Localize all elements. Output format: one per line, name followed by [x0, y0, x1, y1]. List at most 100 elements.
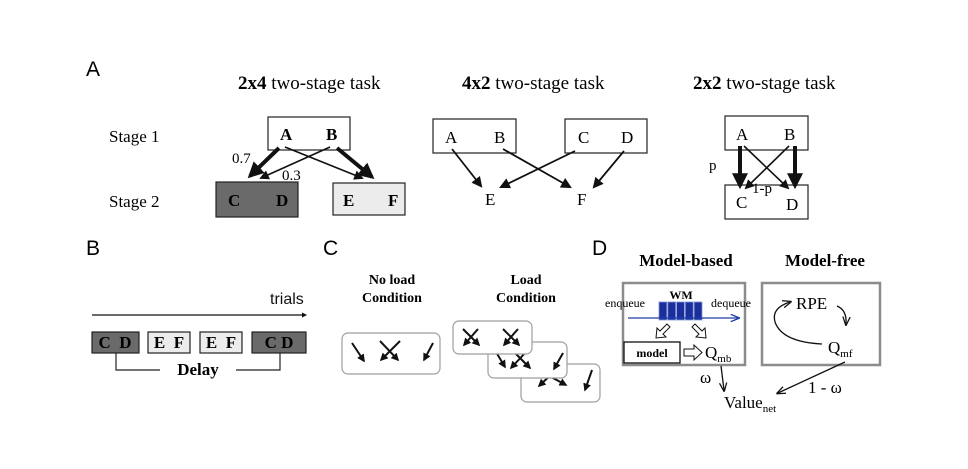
one-minus-omega-label: 1 - ω: [808, 378, 842, 397]
load-title-line2: Condition: [496, 291, 556, 306]
value-subscript: net: [763, 403, 776, 415]
trial-box-2-label: E F: [154, 333, 184, 352]
stage-2-label: Stage 2: [109, 192, 160, 211]
task-2x4-arrow-common-b: [335, 146, 375, 180]
trial-box-4-label: C D: [265, 333, 294, 352]
panel-c: C No load Condition Load Condition: [323, 237, 601, 403]
no-load-arrow-1: [351, 342, 365, 363]
load-card-2-arrow-4: [553, 352, 564, 371]
trial-box-1-label: C D: [98, 333, 131, 352]
task-2x4-arrow-common-a: [247, 146, 281, 179]
wm-slot: [693, 301, 703, 321]
value-net-label: Valuenet: [724, 393, 776, 415]
wm-slot: [676, 301, 685, 321]
load-card-1-frame: [452, 320, 533, 355]
task-2x2-prob-rare: 1-p: [752, 181, 772, 197]
task-4x2-arrow-d-f: [592, 150, 625, 189]
load-card-1-arrow-2: [462, 328, 479, 347]
task-2x2-node-d: D: [786, 195, 798, 214]
task-2x4-node-d: D: [276, 191, 288, 210]
model-free-title: Model-free: [785, 251, 865, 270]
enqueue-label: enqueue: [605, 296, 645, 310]
rpe-label: RPE: [796, 294, 827, 313]
q-mf-label: Qmf: [828, 338, 853, 360]
value-text: Value: [724, 393, 763, 412]
task-4x2-node-e: E: [485, 190, 495, 209]
task-2x2: 2x2 two-stage task A B C D p 1-p: [693, 73, 836, 220]
model-to-qmb-arrow: [683, 343, 703, 362]
q-mb-subscript: mb: [717, 353, 732, 365]
load-card-1-arrow-4: [502, 328, 519, 347]
task-4x2-node-d: D: [621, 128, 633, 147]
task-2x2-title-rest: two-stage task: [722, 73, 836, 94]
delay-label: Delay: [177, 360, 219, 379]
task-4x2: 4x2 two-stage task A B C D E F: [432, 73, 648, 209]
load-title-line1: Load: [510, 273, 541, 288]
task-4x2-node-a: A: [445, 128, 458, 147]
load-card-2-arrow-3: [513, 351, 532, 370]
task-2x2-arrow-rare-b: [744, 145, 790, 190]
model-based-title: Model-based: [639, 251, 733, 270]
panel-c-label: C: [323, 237, 338, 260]
task-4x2-title-rest: two-stage task: [491, 73, 605, 94]
no-load-arrow-3: [379, 340, 401, 362]
task-2x4-stage1-box: [267, 116, 351, 151]
task-2x2-stage2-box: [724, 184, 809, 220]
task-4x2-arrow-c-e: [499, 150, 576, 189]
model-box: [623, 341, 681, 364]
wm-slot: [685, 301, 694, 321]
no-load-trial-card: [341, 332, 441, 375]
task-4x2-stage1-box-cd: [564, 118, 648, 154]
task-4x2-arrow-a-e: [451, 148, 483, 188]
task-2x4-node-e: E: [343, 191, 354, 210]
model-free-box: RPE Qmf: [760, 281, 882, 367]
task-2x2-arrow-rare-a: [743, 145, 790, 190]
q-mf-subscript: mf: [840, 348, 853, 360]
panel-b: B trials C D E F E F C D Delay: [86, 237, 308, 379]
trial-box-3: [199, 331, 243, 354]
dequeue-label: dequeue: [711, 296, 751, 310]
trial-box-3-label: E F: [206, 333, 236, 352]
model-free-frame: [760, 281, 882, 367]
task-2x4-stage2-box-ef: [332, 182, 406, 216]
no-load-arrow-2: [379, 340, 400, 362]
task-2x4-node-f: F: [388, 191, 398, 210]
trials-axis-label: trials: [270, 291, 304, 308]
task-2x4-stage2-box-cd: [215, 181, 299, 218]
wm-slot: [658, 301, 668, 321]
task-2x4-prob-common: 0.7: [232, 151, 251, 167]
task-2x4-prob-rare: 0.3: [282, 168, 301, 184]
delay-bracket-right: [236, 353, 281, 371]
task-2x4: 2x4 two-stage task A B C D E F 0.7 0.3: [215, 73, 406, 218]
stage-1-label: Stage 1: [109, 127, 160, 146]
q-mf-q: Q: [828, 338, 840, 357]
task-2x2-node-a: A: [736, 125, 749, 144]
task-2x4-title-bold: 2x4: [238, 73, 267, 94]
model-label: model: [636, 346, 668, 360]
model-based-box: WM enqueue dequeue model Qmb: [605, 281, 751, 367]
panel-a-label: A: [86, 58, 100, 81]
task-2x2-node-b: B: [784, 125, 795, 144]
task-4x2-node-f: F: [577, 190, 586, 209]
load-card-2-arrow-2: [509, 351, 527, 370]
task-2x2-stage1-box: [724, 115, 809, 151]
panel-d: D Model-based Model-free WM enqueue dequ…: [592, 237, 882, 415]
load-card-3-arrow-3: [583, 369, 593, 392]
qmf-to-value-arrow: [778, 361, 846, 393]
task-2x2-title-bold: 2x2: [693, 73, 722, 94]
task-2x2-title: 2x2 two-stage task: [693, 73, 836, 94]
no-load-title-line1: No load: [369, 273, 416, 288]
wm-slot: [667, 301, 676, 321]
task-4x2-node-b: B: [494, 128, 505, 147]
rpe-to-qmf-arrow: [836, 305, 846, 324]
task-4x2-title: 4x2 two-stage task: [462, 73, 605, 94]
delay-bracket-left: [115, 353, 160, 371]
task-2x2-prob-common: p: [709, 158, 717, 174]
task-2x4-arrow-rare-b: [259, 146, 331, 180]
panel-b-label: B: [86, 237, 100, 260]
omega-label: ω: [700, 368, 711, 387]
q-mb-q: Q: [705, 343, 717, 362]
qmf-to-rpe-arrow: [773, 302, 823, 345]
wm-to-model-arrow: [655, 323, 671, 339]
